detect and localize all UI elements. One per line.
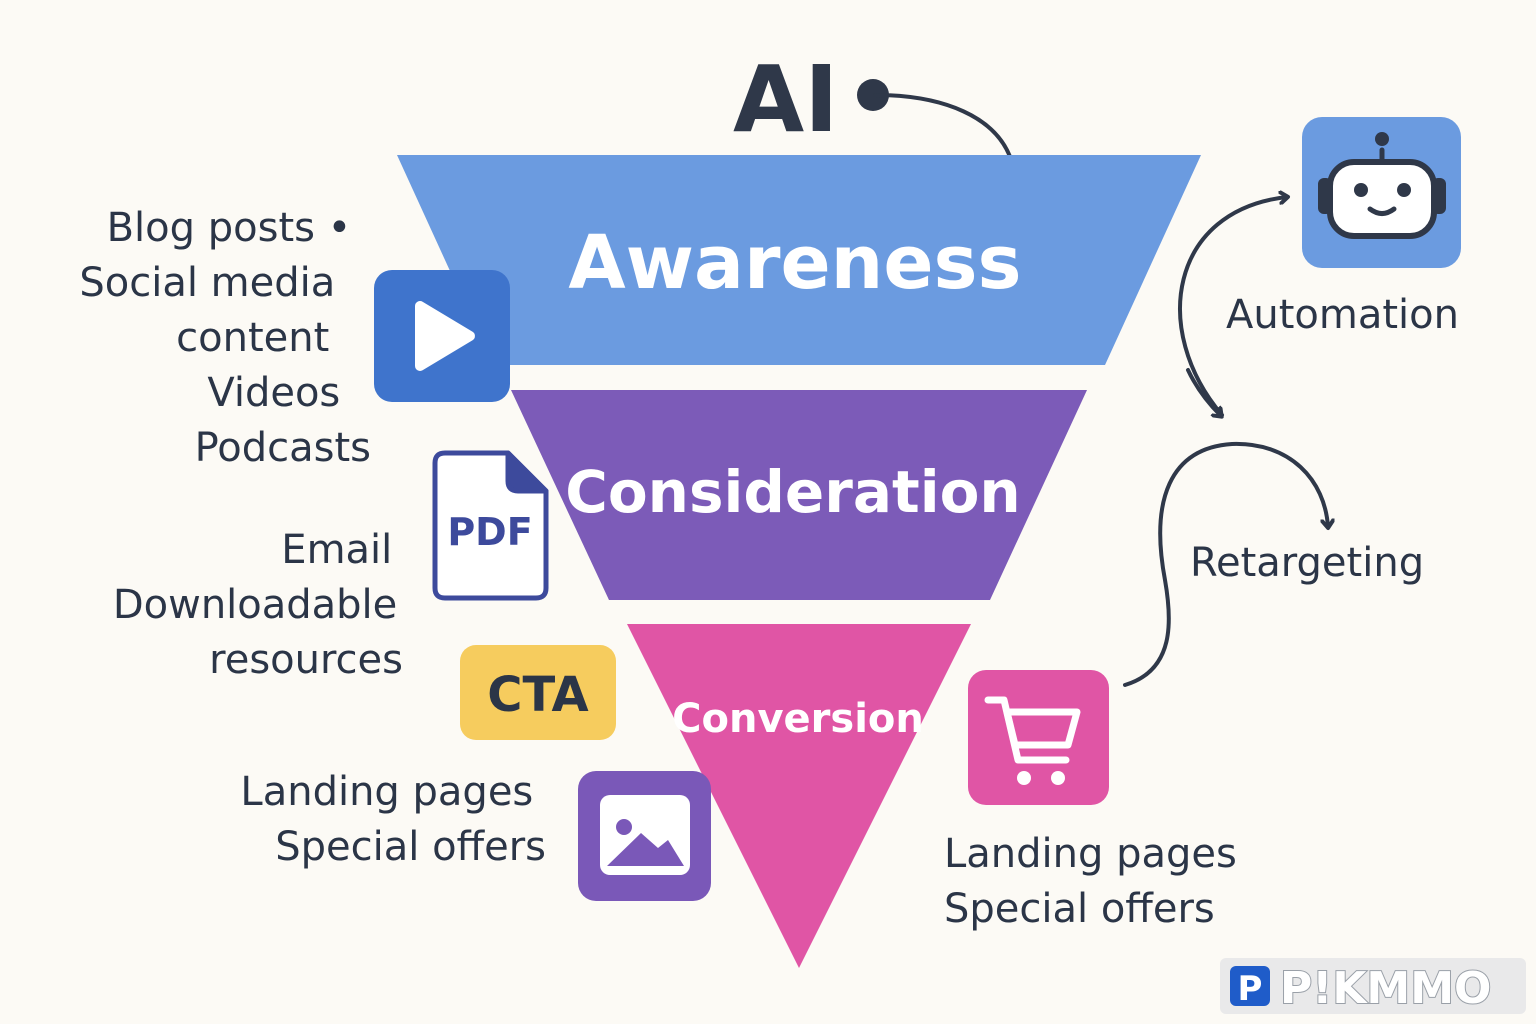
automation-flow-arrow [1178, 197, 1287, 417]
awareness-content-list: Blog posts • Social media content Videos… [79, 205, 371, 471]
conversion-right-list: Landing pages Special offers [944, 831, 1250, 932]
watermark-logo: P P!KMMO [1220, 958, 1526, 1015]
list-item: Downloadable [113, 582, 397, 628]
list-item: Special offers [944, 886, 1215, 932]
retargeting-label: Retargeting [1190, 540, 1424, 586]
list-item: Landing pages [944, 831, 1237, 877]
robot-icon [1302, 117, 1461, 268]
list-item: content [176, 315, 329, 361]
list-item: Videos [207, 370, 340, 416]
automation-down-arrow [1186, 368, 1221, 416]
cta-label: CTA [487, 667, 588, 723]
list-item: Social media [79, 260, 335, 306]
pdf-document-icon: PDF [432, 450, 549, 601]
cta-badge: CTA [460, 645, 616, 740]
stage-label-conversion: Conversion [672, 696, 924, 742]
list-item: Podcasts [195, 425, 371, 471]
funnel-stage-conversion [627, 624, 971, 968]
retargeting-flow-arrow [1123, 441, 1328, 687]
image-icon [578, 771, 711, 901]
automation-label: Automation [1226, 292, 1459, 338]
list-item: Special offers [275, 824, 546, 870]
list-item: Landing pages [240, 769, 533, 815]
list-item: resources [209, 637, 403, 683]
ai-arrow [873, 93, 1013, 166]
list-item: Blog posts • [107, 205, 352, 251]
svg-text:P: P [1238, 969, 1263, 1009]
stage-label-consideration: Consideration [565, 458, 1020, 526]
ai-title: AI [733, 46, 838, 153]
pdf-label: PDF [447, 510, 532, 554]
conversion-content-list: Landing pages Special offers [240, 769, 546, 870]
watermark-text: P!KMMO [1280, 963, 1491, 1014]
funnel-stage-awareness [397, 155, 1201, 365]
stage-label-awareness: Awareness [568, 220, 1021, 306]
play-video-icon [374, 270, 510, 402]
funnel-stage-consideration [511, 390, 1087, 600]
list-item: Email [281, 527, 392, 573]
shopping-cart-icon [968, 670, 1109, 805]
consideration-content-list: Email Downloadable resources [113, 527, 410, 683]
